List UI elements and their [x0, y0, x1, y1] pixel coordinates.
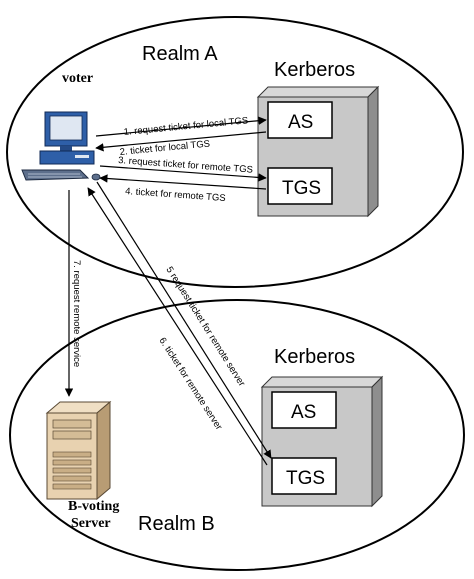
tgs-box-a [267, 167, 333, 205]
tgs-b-label: TGS [286, 468, 325, 489]
realm-a-ellipse [6, 16, 464, 288]
server-icon [45, 400, 112, 501]
step-1-label: 1. request ticket for local TGS [123, 115, 248, 138]
tgs-a-label: TGS [282, 178, 321, 199]
realm-a-label: Realm A [142, 43, 218, 65]
arrow-step-2 [95, 131, 267, 152]
kerberos-b-label: Kerberos [274, 346, 355, 368]
kerberos-a-label: Kerberos [274, 59, 355, 81]
tgs-box-b [271, 457, 337, 495]
kerberos-a-box [256, 85, 380, 218]
as-b-label: AS [291, 402, 316, 423]
server-label-line2: Server [71, 516, 111, 531]
arrow-step-5 [96, 181, 272, 459]
arrow-step-1 [95, 116, 267, 137]
as-box-a [267, 101, 333, 139]
computer-icon [21, 111, 101, 181]
step-7-label: 7. request remote service [71, 260, 82, 367]
step-4-label: 4. ticket for remote TGS [125, 186, 226, 204]
arrow-step-6 [87, 187, 268, 466]
as-box-b [271, 391, 337, 429]
realm-b-label: Realm B [138, 513, 215, 535]
as-a-label: AS [288, 112, 313, 133]
arrow-step-3 [99, 165, 267, 182]
server-label-line1: B-voting [68, 499, 119, 514]
kerberos-b-box [260, 375, 384, 508]
arrow-step-4 [99, 174, 267, 190]
voter-label: voter [62, 71, 93, 86]
realm-b-ellipse [9, 299, 465, 571]
